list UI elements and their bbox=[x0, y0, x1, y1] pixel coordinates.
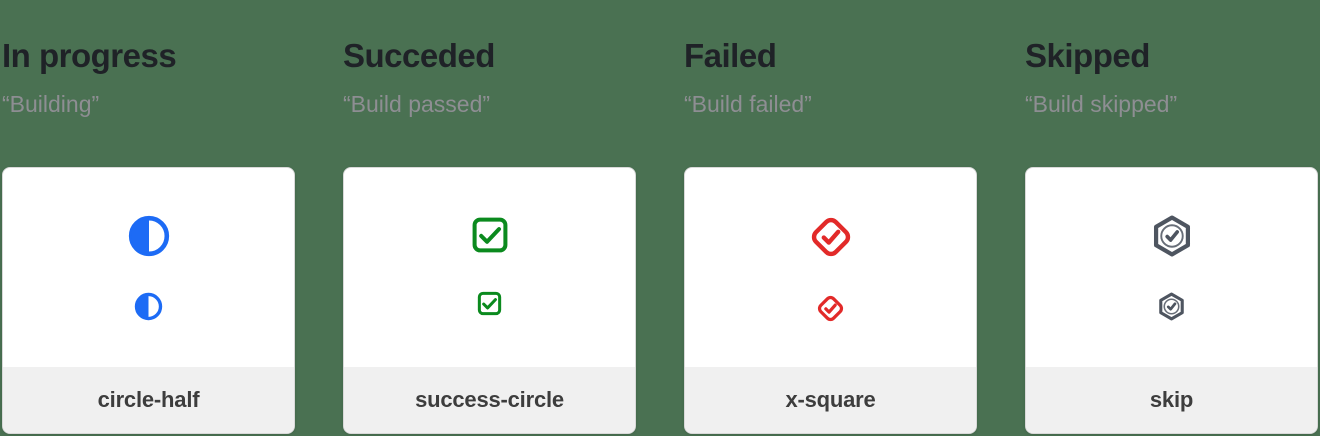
column-succeded: Succeded “Build passed” succes bbox=[343, 0, 636, 434]
column-in-progress: In progress “Building” circle-half bbox=[2, 0, 295, 434]
diamond-check-icon bbox=[817, 295, 844, 322]
circle-half-icon bbox=[128, 215, 169, 257]
status-title: Succeded bbox=[343, 37, 495, 74]
card-footer: x-square bbox=[685, 367, 976, 433]
icon-label: skip bbox=[1149, 387, 1194, 412]
check-square-icon bbox=[477, 291, 502, 316]
hexagon-check-icon bbox=[1159, 292, 1184, 321]
status-title: Skipped bbox=[1025, 37, 1150, 74]
column-skipped: Skipped “Build skipped” bbox=[1025, 0, 1318, 434]
diamond-check-icon bbox=[811, 217, 850, 257]
icon-card: skip bbox=[1025, 167, 1318, 434]
icon-label: success-circle bbox=[415, 387, 564, 412]
column-failed: Failed “Build failed” x-square bbox=[684, 0, 977, 434]
status-title: Failed bbox=[684, 37, 777, 74]
card-footer: success-circle bbox=[344, 367, 635, 433]
status-quote: “Building” bbox=[2, 91, 100, 117]
circle-half-icon bbox=[134, 292, 163, 321]
status-quote: “Build passed” bbox=[343, 91, 491, 117]
hexagon-check-icon bbox=[1153, 215, 1190, 257]
icon-card: x-square bbox=[684, 167, 977, 434]
status-quote: “Build skipped” bbox=[1025, 91, 1178, 117]
icon-label: x-square bbox=[785, 387, 876, 412]
icon-card: success-circle bbox=[343, 167, 636, 434]
card-footer: circle-half bbox=[3, 367, 294, 433]
icon-label: circle-half bbox=[97, 387, 200, 412]
check-square-icon bbox=[472, 217, 507, 253]
card-footer: skip bbox=[1026, 367, 1317, 433]
status-quote: “Build failed” bbox=[684, 91, 812, 117]
status-title: In progress bbox=[2, 37, 177, 74]
icon-card: circle-half bbox=[2, 167, 295, 434]
